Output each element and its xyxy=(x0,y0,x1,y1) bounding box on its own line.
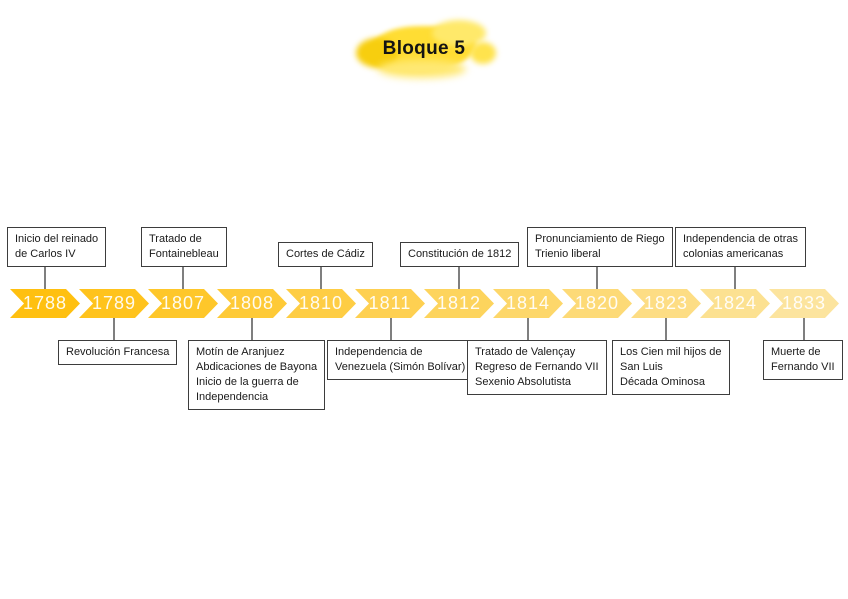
event-box-top-1807: Tratado de Fontainebleau xyxy=(141,227,227,267)
event-label: Pronunciamiento de Riego Trienio liberal xyxy=(535,233,665,260)
timeline-chevron-1788: 1788 xyxy=(10,289,80,318)
timeline-year-label: 1823 xyxy=(643,293,689,313)
timeline-chevron-1810: 1810 xyxy=(286,289,356,318)
event-box-bottom-1811: Independencia de Venezuela (Simón Bolíva… xyxy=(327,340,474,380)
event-label: Independencia de Venezuela (Simón Bolíva… xyxy=(335,346,466,373)
connector-bottom-1811 xyxy=(390,318,392,340)
connector-top-1810 xyxy=(320,267,322,289)
timeline-year-label: 1808 xyxy=(229,293,275,313)
timeline-year-label: 1812 xyxy=(436,293,482,313)
timeline-year-label: 1810 xyxy=(298,293,344,313)
timeline-chevron-1833: 1833 xyxy=(769,289,839,318)
connector-top-1812 xyxy=(458,267,460,289)
connector-top-1824 xyxy=(734,267,736,289)
timeline-chevron-1808: 1808 xyxy=(217,289,287,318)
connector-top-1788 xyxy=(44,267,46,289)
title-splash: Bloque 5 xyxy=(354,16,496,82)
timeline-year-label: 1814 xyxy=(505,293,551,313)
event-box-top-1820: Pronunciamiento de Riego Trienio liberal xyxy=(527,227,673,267)
timeline-chevron-1820: 1820 xyxy=(562,289,632,318)
timeline-chevron-1789: 1789 xyxy=(79,289,149,318)
connector-top-1807 xyxy=(182,267,184,289)
timeline-chevron-1812: 1812 xyxy=(424,289,494,318)
event-label: Tratado de Valençay Regreso de Fernando … xyxy=(475,346,599,388)
connector-bottom-1808 xyxy=(251,318,253,340)
timeline-year-label: 1789 xyxy=(91,293,137,313)
event-box-bottom-1833: Muerte de Fernando VII xyxy=(763,340,843,380)
page-title: Bloque 5 xyxy=(382,38,466,59)
timeline-chevron-1823: 1823 xyxy=(631,289,701,318)
timeline-chevron-1807: 1807 xyxy=(148,289,218,318)
event-label: Revolución Francesa xyxy=(66,346,170,358)
connector-bottom-1833 xyxy=(803,318,805,340)
timeline-year-label: 1788 xyxy=(22,293,68,313)
timeline-chevron-1811: 1811 xyxy=(355,289,425,318)
event-label: Muerte de Fernando VII xyxy=(771,346,835,373)
timeline-year-label: 1833 xyxy=(781,293,827,313)
event-label: Tratado de Fontainebleau xyxy=(149,233,219,260)
title-splash-bottom-blob xyxy=(378,60,466,78)
event-label: Independencia de otras colonias american… xyxy=(683,233,798,260)
event-box-bottom-1823: Los Cien mil hijos de San Luis Década Om… xyxy=(612,340,730,395)
timeline-chevron-1814: 1814 xyxy=(493,289,563,318)
connector-top-1820 xyxy=(596,267,598,289)
event-box-top-1788: Inicio del reinado de Carlos IV xyxy=(7,227,107,267)
event-box-bottom-1814: Tratado de Valençay Regreso de Fernando … xyxy=(467,340,607,395)
event-label: Los Cien mil hijos de San Luis Década Om… xyxy=(620,346,722,388)
event-box-bottom-1789: Revolución Francesa xyxy=(58,340,178,365)
timeline-year-label: 1811 xyxy=(368,293,412,313)
title-splash-light-blob xyxy=(432,20,486,46)
event-label: Constitución de 1812 xyxy=(408,248,512,260)
event-box-top-1812: Constitución de 1812 xyxy=(400,242,520,267)
event-label: Cortes de Cádiz xyxy=(286,248,365,260)
timeline-chevron-1824: 1824 xyxy=(700,289,770,318)
timeline-year-label: 1820 xyxy=(574,293,620,313)
event-box-bottom-1808: Motín de Aranjuez Abdicaciones de Bayona… xyxy=(188,340,326,410)
timeline: 1788 1789 1807 1808 1810 1811 1812 1814 1820 1823… xyxy=(0,289,848,318)
timeline-year-label: 1807 xyxy=(160,293,206,313)
event-label: Motín de Aranjuez Abdicaciones de Bayona… xyxy=(196,346,318,403)
connector-bottom-1823 xyxy=(665,318,667,340)
connector-bottom-1789 xyxy=(113,318,115,340)
event-box-top-1810: Cortes de Cádiz xyxy=(278,242,373,267)
timeline-year-label: 1824 xyxy=(712,293,758,313)
event-label: Inicio del reinado de Carlos IV xyxy=(15,233,99,260)
event-box-top-1824: Independencia de otras colonias american… xyxy=(675,227,806,267)
title-splash-right-blob xyxy=(470,42,496,64)
connector-bottom-1814 xyxy=(527,318,529,340)
